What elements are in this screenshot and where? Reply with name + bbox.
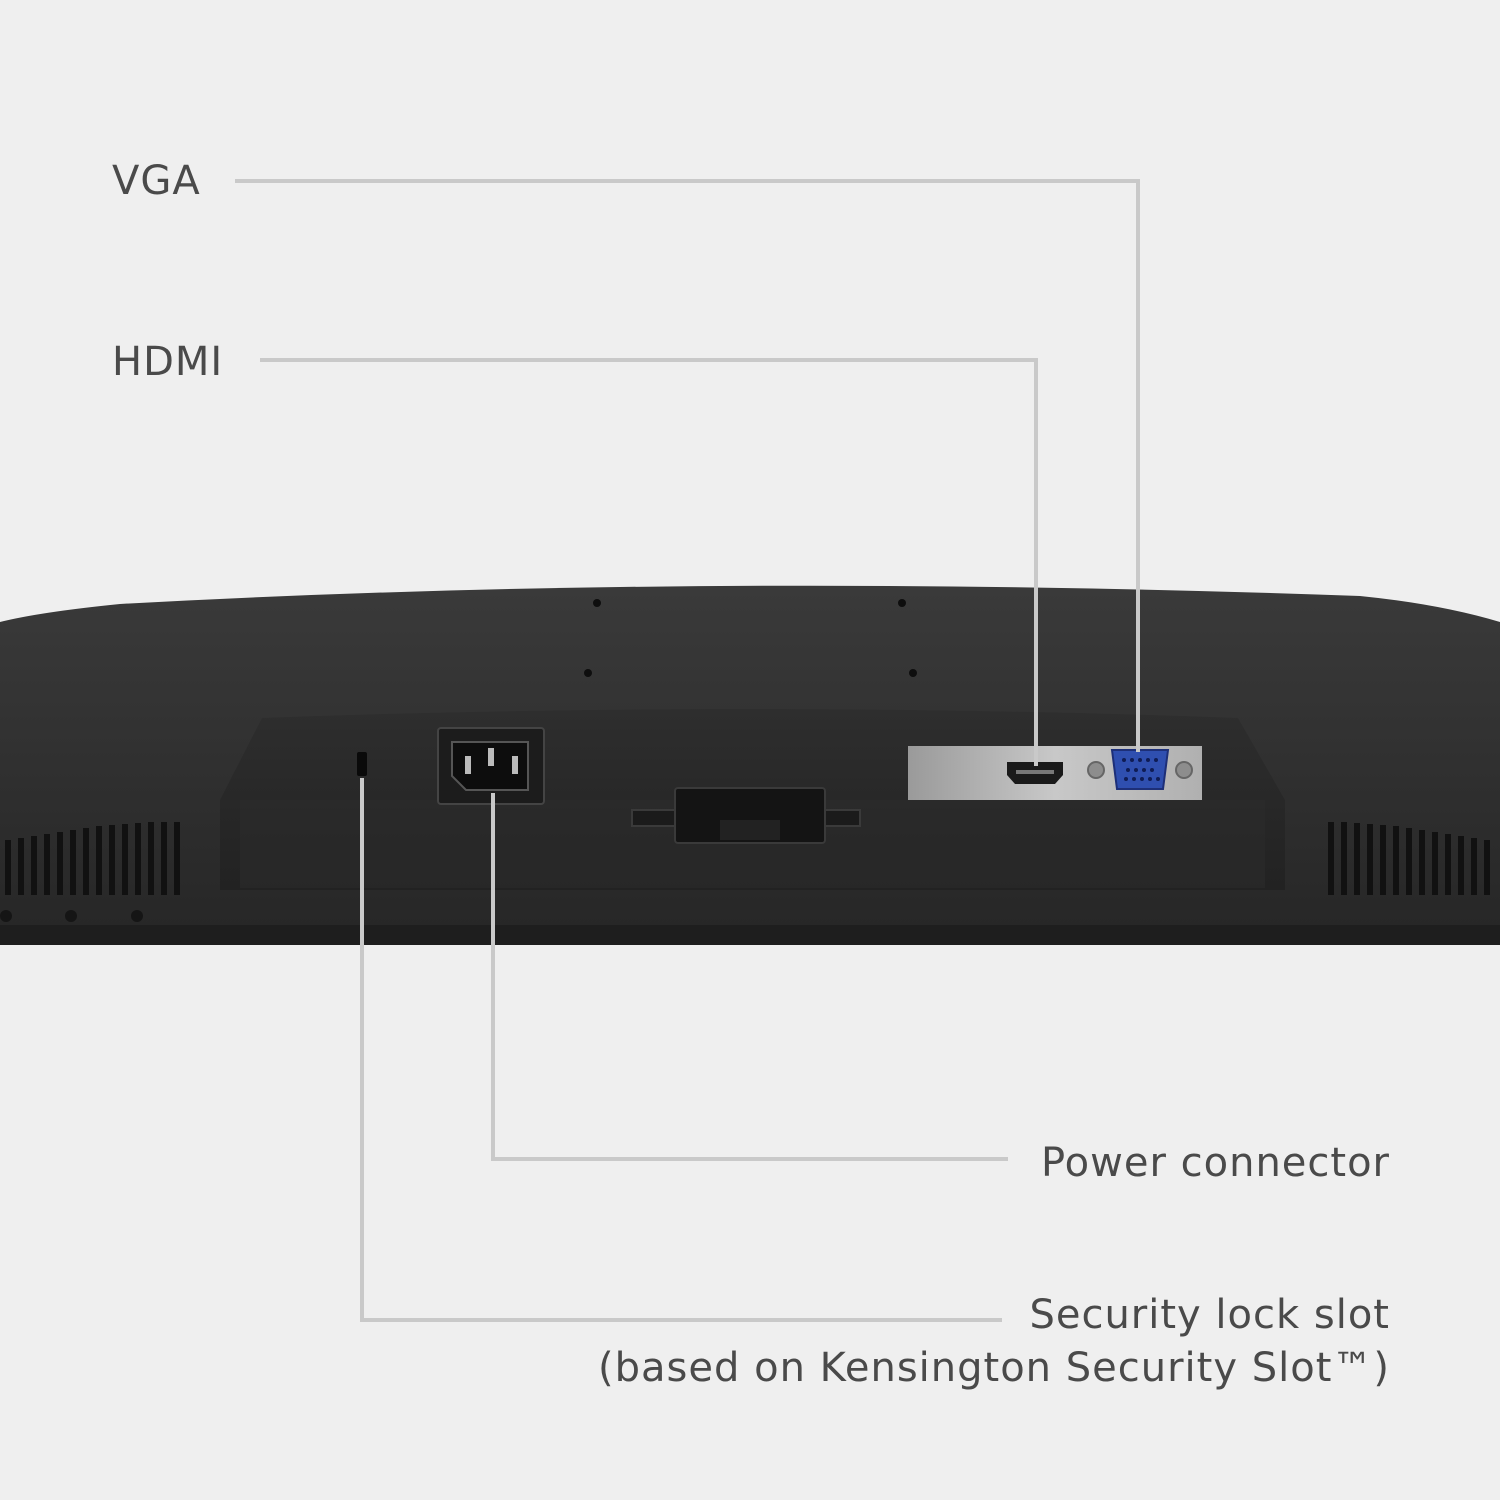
vesa-hole (909, 669, 917, 677)
security-leader-line (360, 778, 1002, 1322)
leader-lines (235, 179, 1140, 1322)
monitor-housing (0, 585, 1500, 945)
stand-hinge (631, 787, 861, 844)
security-slot-label: Security lock slot (1029, 1292, 1390, 1338)
vga-label: VGA (112, 158, 201, 204)
vesa-hole (584, 669, 592, 677)
vga-leader-line (235, 179, 1140, 752)
control-button (131, 910, 143, 922)
hdmi-port-icon (1007, 762, 1063, 784)
control-button (0, 910, 12, 922)
security-slot-sublabel: (based on Kensington Security Slot™) (598, 1345, 1390, 1391)
vga-port-icon (1087, 749, 1193, 790)
hdmi-label: HDMI (112, 339, 224, 385)
vesa-hole (898, 599, 906, 607)
vesa-hole (593, 599, 601, 607)
power-leader-line (491, 793, 1008, 1161)
security-slot-icon (357, 752, 367, 776)
power-socket-icon (437, 727, 545, 805)
hdmi-leader-line (260, 358, 1038, 766)
control-button (65, 910, 77, 922)
power-connector-label: Power connector (1040, 1140, 1390, 1186)
